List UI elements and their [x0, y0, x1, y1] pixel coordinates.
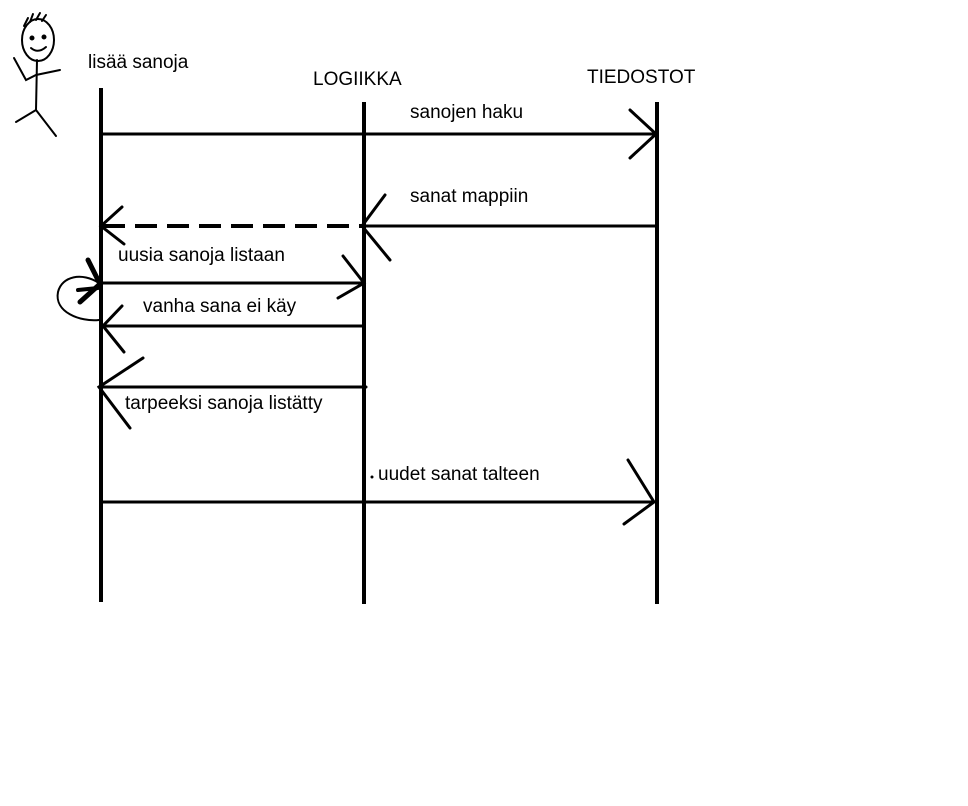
message-label-sanojen-haku: sanojen haku [410, 102, 524, 123]
participant-files-label: TIEDOSTOT [587, 67, 696, 88]
user-actor-icon [13, 12, 61, 137]
message-arrow-uusia-sanoja-listaan [99, 254, 367, 300]
participant-user-label: lisää sanoja [88, 52, 189, 73]
message-label-uusia-sanoja-listaan: uusia sanoja listaan [118, 245, 285, 266]
message-arrow-vanha-sana-ei-kay [101, 304, 366, 354]
message-label-vanha-sana-ei-kay: vanha sana ei käy [143, 296, 297, 317]
self-loop-arrow [56, 257, 104, 322]
message-label-uudet-sanat-talteen: uudet sanat talteen [378, 464, 540, 485]
message-arrow-uudet-sanat-talteen [99, 458, 657, 526]
message-arrow-sanat-mappiin [98, 193, 657, 262]
participant-logic-label: LOGIIKKA [313, 69, 402, 90]
message-arrow-tarpeeksi-sanoja-listatty [96, 356, 368, 430]
message-label-sanat-mappiin: sanat mappiin [410, 186, 529, 207]
message-label-tarpeeksi-sanoja-listatty: tarpeeksi sanoja listätty [125, 393, 323, 414]
message-arrow-sanojen-haku [99, 108, 659, 160]
